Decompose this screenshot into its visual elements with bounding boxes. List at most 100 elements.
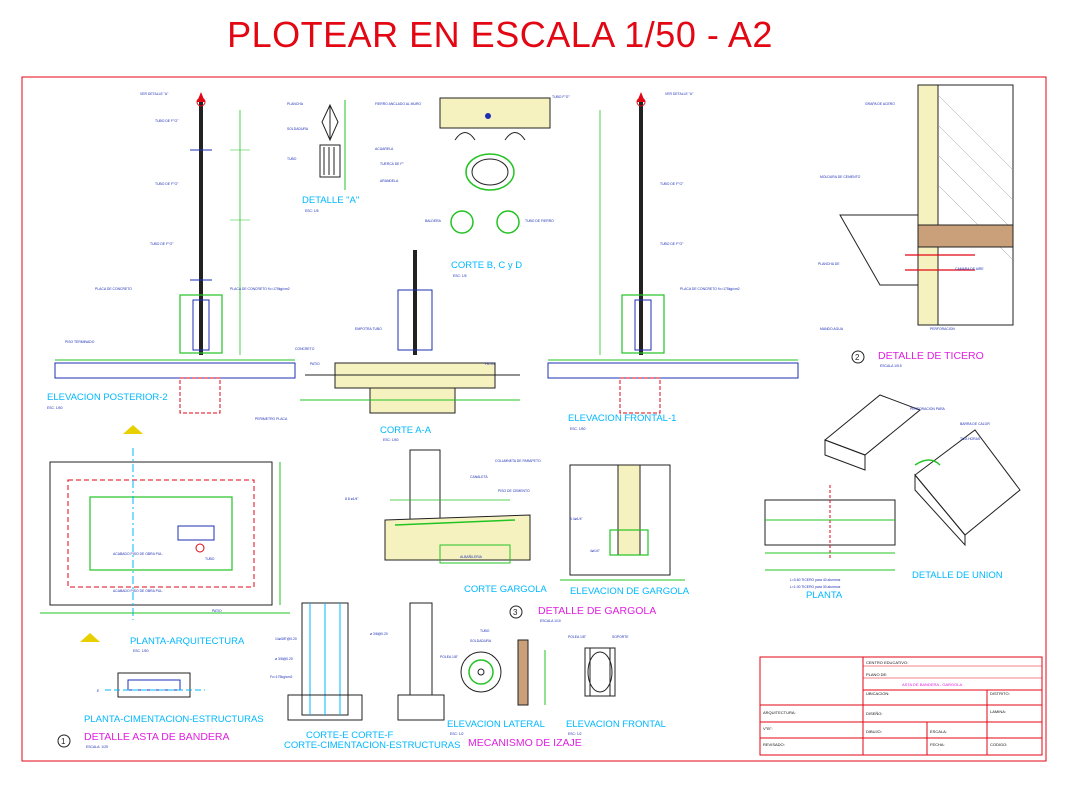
tb-centro: CENTRO EDUCATIVO:: [866, 660, 908, 665]
svg-text:SOPORTE: SOPORTE: [612, 635, 629, 639]
svg-text:MOLDURA DE CEMENTO: MOLDURA DE CEMENTO: [820, 175, 861, 179]
banner-title: PLOTEAR EN ESCALA 1/50 - A2: [227, 14, 773, 55]
svg-text:PLACA DE CONCRETO: PLACA DE CONCRETO: [95, 287, 132, 291]
detalle-ticero-drawing: GRAPA DE ACERO MOLDURA DE CEMENTO PLANCH…: [818, 84, 1014, 368]
svg-text:TUBO: TUBO: [287, 157, 297, 161]
svg-text:Fc=175kg/cm2: Fc=175kg/cm2: [270, 675, 292, 679]
label-detalle-asta: DETALLE ASTA DE BANDERA: [84, 731, 230, 743]
tb-plano-de: PLANO DE:: [866, 672, 887, 677]
corte-gargola-drawing: COLUMNETA DE PARAPETO CANALETA PISO DE C…: [345, 449, 547, 595]
svg-text:GRAPA DE ACERO: GRAPA DE ACERO: [865, 102, 895, 106]
svg-text:8.8 ø1/4": 8.8 ø1/4": [345, 497, 359, 501]
label-elev-post-esc: ESC. 1/50: [47, 406, 63, 410]
svg-text:POLEA 1/8": POLEA 1/8": [440, 655, 459, 659]
svg-text:COLUMNETA DE PARAPETO: COLUMNETA DE PARAPETO: [495, 459, 541, 463]
svg-text:PLACA DE CONCRETO f'c=175kg/cm: PLACA DE CONCRETO f'c=175kg/cm2: [680, 287, 740, 291]
svg-text:TUBO: TUBO: [205, 557, 215, 561]
svg-text:ACUARELA: ACUARELA: [375, 147, 394, 151]
label-detalle-gargola-esc: ESCALA 1/10: [540, 619, 561, 623]
label-elev-frontal2-esc: ESC: 1/2: [568, 732, 582, 736]
svg-text:TUBO DE FIERRO: TUBO DE FIERRO: [525, 219, 554, 223]
svg-text:CONCRETO: CONCRETO: [295, 347, 315, 351]
svg-text:PERIMETRO PLACA: PERIMETRO PLACA: [255, 417, 288, 421]
tb-row1: ARQUITECTURA:: [763, 710, 796, 715]
svg-text:TIZA HORAS: TIZA HORAS: [960, 437, 981, 441]
label-elev-gargola: ELEVACION DE GARGOLA: [570, 586, 690, 597]
svg-text:BARRA DE CALOR: BARRA DE CALOR: [960, 422, 990, 426]
svg-text:ACABADO PISO DE OBRA PUL.: ACABADO PISO DE OBRA PUL.: [113, 589, 163, 593]
tb-dibujo: DIBUJO:: [866, 729, 882, 734]
svg-text:ACABADO PISO DE OBRA PUL.: ACABADO PISO DE OBRA PUL.: [113, 552, 163, 556]
detalle-a-drawing: PLANCHA SOLDADURA TUBO DETALLE "A" ESC: …: [287, 100, 359, 213]
svg-text:ø 3/8@0.20: ø 3/8@0.20: [370, 632, 388, 636]
svg-text:PATIO: PATIO: [212, 609, 222, 613]
title-block: CENTRO EDUCATIVO: PLANO DE: ASTA DE BAND…: [759, 656, 1043, 756]
svg-text:PLACA DE CONCRETO f'c=175kg/cm: PLACA DE CONCRETO f'c=175kg/cm2: [230, 287, 290, 291]
tb-escala: ESCALA:: [930, 729, 947, 734]
svg-text:L=0.60 TICERO para 40 alumnos: L=0.60 TICERO para 40 alumnos: [790, 578, 841, 582]
svg-text:TUBO DE F°G°: TUBO DE F°G°: [660, 242, 684, 246]
svg-text:PERFORACION PARA: PERFORACION PARA: [910, 407, 946, 411]
tb-plano-val: ASTA DE BANDERA - GARGOLA: [902, 682, 962, 687]
svg-text:4ø1/4": 4ø1/4": [590, 549, 601, 553]
svg-text:TUBO DE F°G°: TUBO DE F°G°: [660, 182, 684, 186]
svg-text:E: E: [97, 689, 100, 693]
label-elev-frontal2: ELEVACION FRONTAL: [566, 719, 666, 730]
svg-text:POLEA 1/8": POLEA 1/8": [568, 635, 587, 639]
tb-disenio: DISEÑO:: [866, 711, 882, 716]
label-elev-lateral: ELEVACION LATERAL: [447, 719, 545, 730]
label-elev-lateral-esc: ESC: 1/2: [450, 732, 464, 736]
svg-text:FIERRO ANCLADO AL MURO: FIERRO ANCLADO AL MURO: [375, 102, 421, 106]
label-elev-frontal-esc: ESC. 1/50: [570, 427, 586, 431]
svg-text:CANALETA: CANALETA: [470, 475, 488, 479]
label-detalle-ticero-esc: ESCALA 1/5.5: [880, 364, 902, 368]
mecanismo-izaje-drawing: TUBO SOLDADURA POLEA 1/8" POLEA 1/8" SOP…: [440, 629, 666, 749]
label-planta-cim: PLANTA-CIMENTACION-ESTRUCTURAS: [84, 714, 264, 725]
label-corte-bcd-esc: ESC: 1/5: [453, 274, 467, 278]
svg-text:TUERCA DE F°: TUERCA DE F°: [380, 162, 404, 166]
tb-ubicacion: UBICACION:: [866, 691, 889, 696]
planta-union-drawing: L=0.60 TICERO para 40 alumnos L=1.00 TIC…: [764, 394, 1021, 601]
svg-text:PATIO: PATIO: [310, 362, 320, 366]
svg-text:VER DETALLE "A": VER DETALLE "A": [140, 92, 169, 96]
label-mecanismo: MECANISMO DE IZAJE: [468, 737, 582, 749]
svg-text:PLANCHA: PLANCHA: [287, 102, 304, 106]
svg-text:SOLDADURA: SOLDADURA: [470, 639, 492, 643]
svg-text:VER DETALLE "A": VER DETALLE "A": [665, 92, 694, 96]
marker-3-gargola: [509, 605, 523, 619]
label-detalle-ticero: DETALLE DE TICERO: [878, 350, 984, 362]
marker-3-gargola-text: 3: [513, 608, 518, 617]
label-corte-cim: CORTE-CIMENTACION-ESTRUCTURAS: [284, 740, 460, 751]
label-corte-bcd: CORTE B, C y D: [451, 260, 522, 271]
label-detalle-gargola: DETALLE DE GARGOLA: [538, 605, 656, 617]
label-corte-aa: CORTE A-A: [380, 425, 432, 436]
marker-2-ticero-text: 2: [855, 353, 860, 362]
label-detalle-asta-esc: ESCALA: 1/25: [86, 745, 108, 749]
svg-text:PISO TERMINADO: PISO TERMINADO: [65, 340, 95, 344]
label-planta: PLANTA: [806, 590, 843, 601]
svg-text:TUBO DE F°G°: TUBO DE F°G°: [155, 119, 179, 123]
svg-text:PATIO: PATIO: [485, 362, 495, 366]
tb-codigo: CODIGO:: [990, 742, 1007, 747]
svg-text:5.4ø1/4": 5.4ø1/4": [570, 517, 583, 521]
svg-text:PISO DE CEMENTO: PISO DE CEMENTO: [498, 489, 530, 493]
svg-text:SOLDADURA: SOLDADURA: [287, 127, 309, 131]
corte-ef-drawing: 14ø3/8"@0.20 ø 3/8@0.20 Fc=175kg/cm2 ø 3…: [270, 602, 460, 751]
svg-text:TUBO F°G°: TUBO F°G°: [552, 95, 570, 99]
svg-text:14ø3/8"@0.20: 14ø3/8"@0.20: [275, 637, 297, 641]
svg-text:BALDERA: BALDERA: [425, 219, 442, 223]
svg-text:EMPOTRA TUBO: EMPOTRA TUBO: [355, 327, 382, 331]
label-elev-post: ELEVACION POSTERIOR-2: [47, 392, 168, 403]
svg-text:ø 3/8@0.20: ø 3/8@0.20: [275, 657, 293, 661]
tb-row2: V°B°:: [763, 726, 773, 731]
svg-text:CAMARA DE AIRE: CAMARA DE AIRE: [955, 267, 984, 271]
svg-text:TUBO DE F°G°: TUBO DE F°G°: [155, 182, 179, 186]
label-planta-arq-esc: ESC. 1/50: [133, 649, 149, 653]
svg-text:PERFORACION: PERFORACION: [930, 327, 955, 331]
corte-bcd-drawing: FIERRO ANCLADO AL MURO ACUARELA TUERCA D…: [375, 95, 570, 278]
svg-text:PLANCHA DE: PLANCHA DE: [818, 262, 840, 266]
tb-fecha: FECHA:: [930, 742, 945, 747]
tb-row3: REVISADO:: [763, 742, 785, 747]
label-detalle-a: DETALLE "A": [302, 195, 359, 206]
